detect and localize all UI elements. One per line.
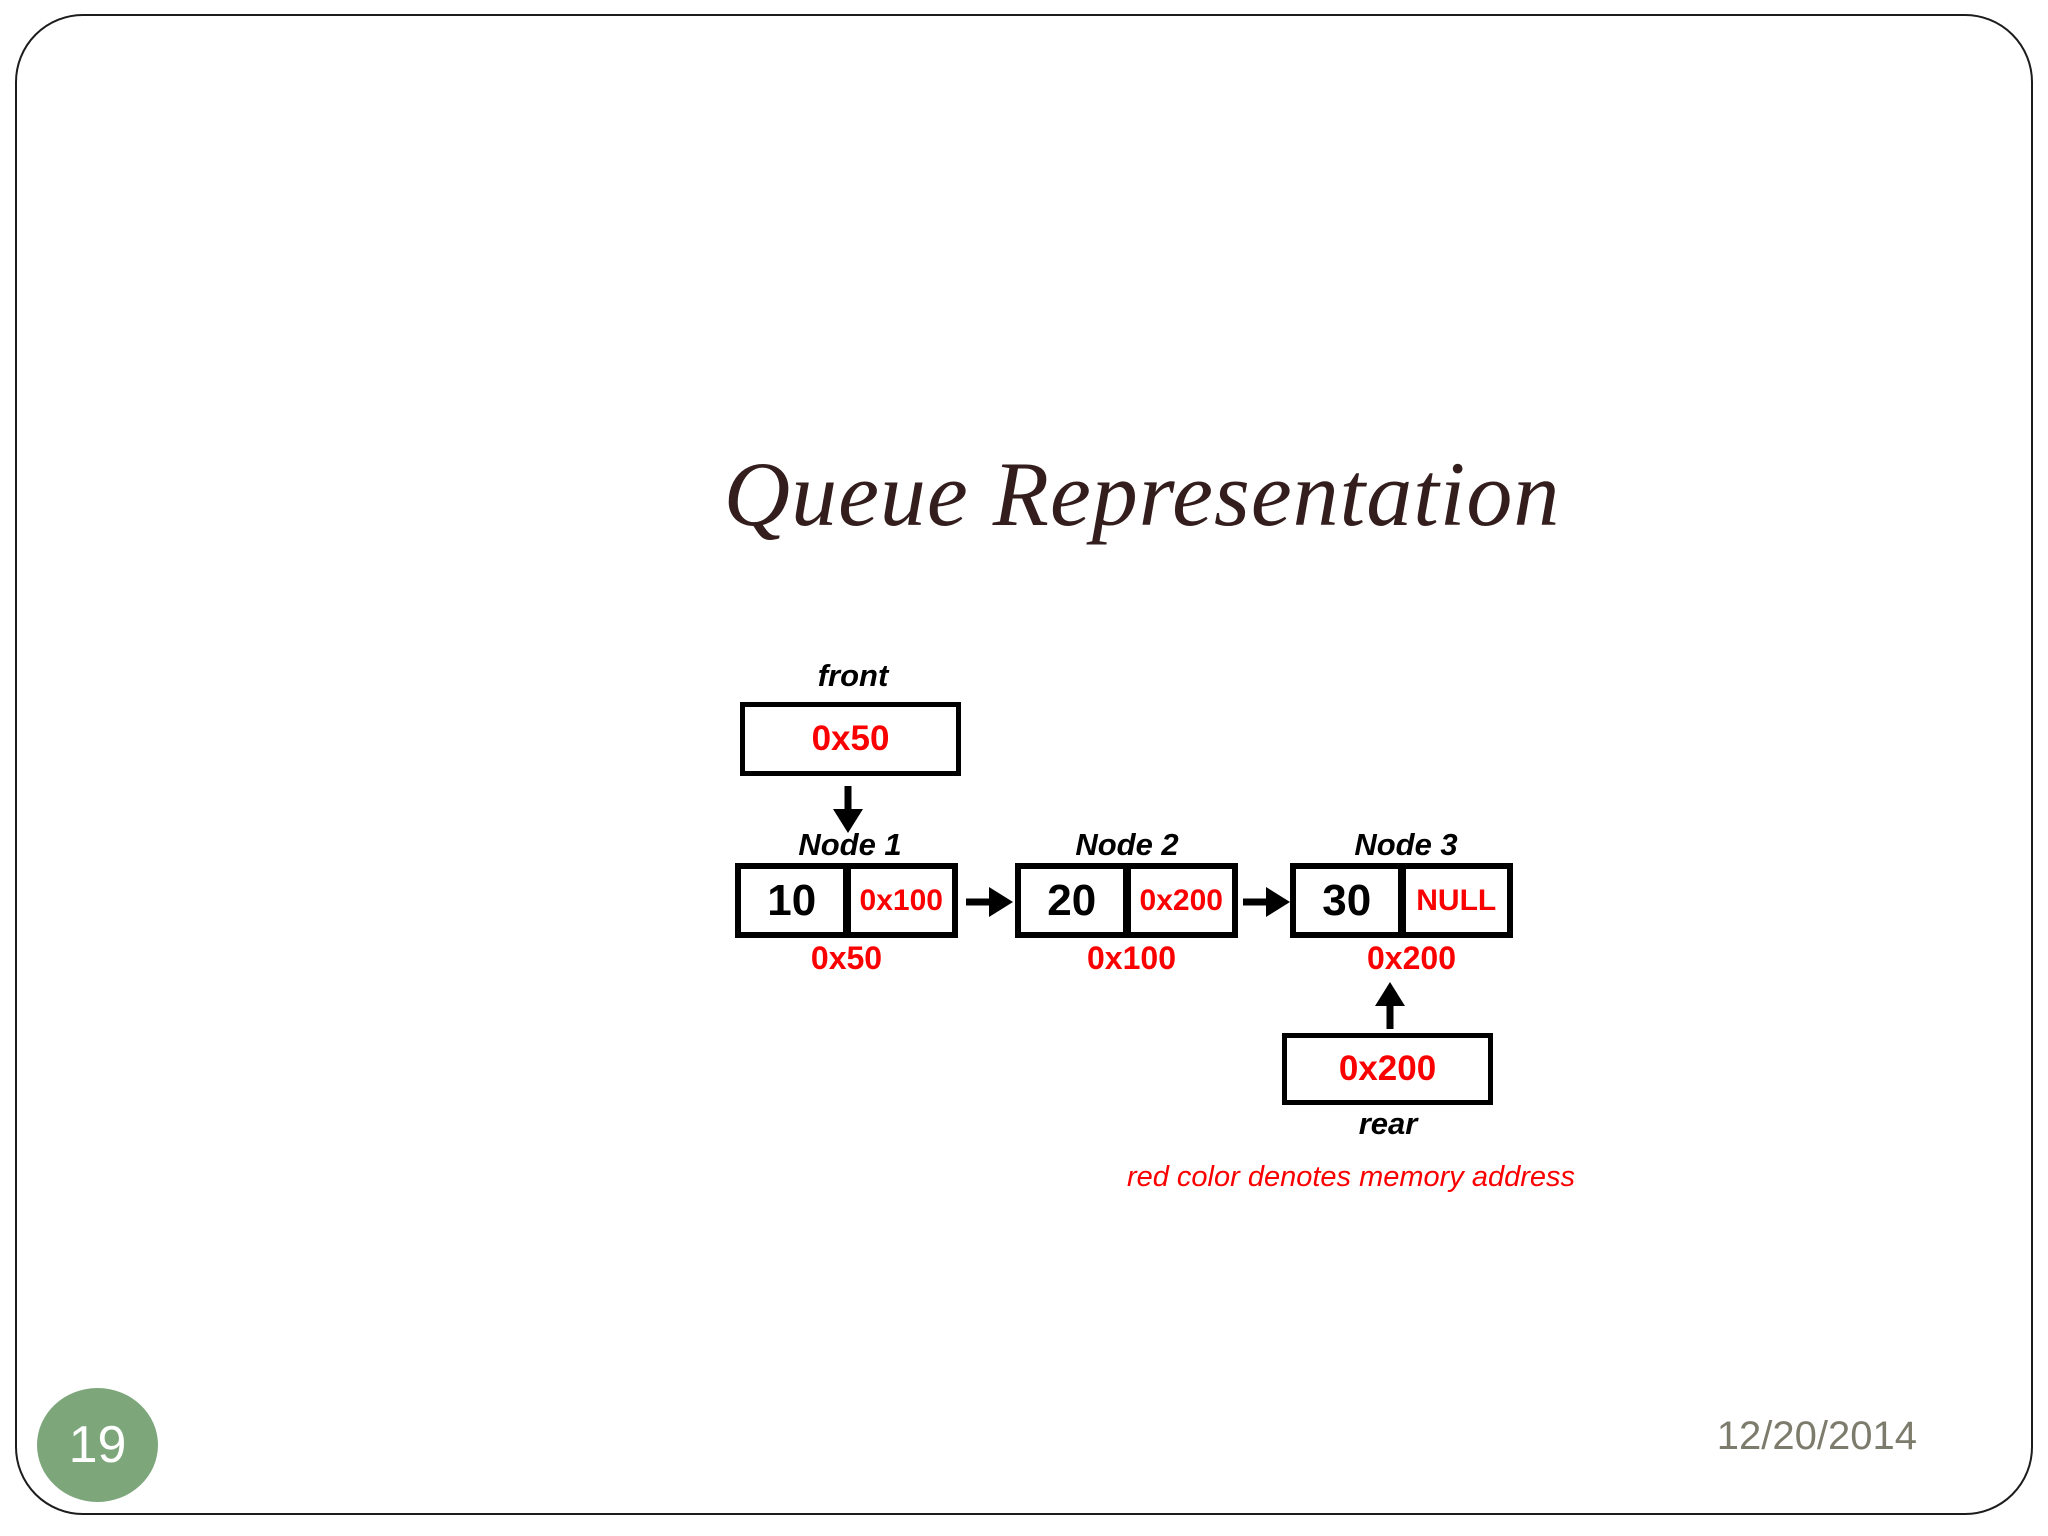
node-3-data: 30 xyxy=(1322,875,1372,925)
node-3-next-pointer: NULL xyxy=(1416,883,1497,917)
node-3-box: 30 NULL xyxy=(1290,863,1513,938)
node-2-box: 20 0x200 xyxy=(1015,863,1238,938)
slide-date: 12/20/2014 xyxy=(1716,1414,1917,1458)
node-1-box: 10 0x100 xyxy=(735,863,958,938)
page-number: 19 xyxy=(68,1416,127,1474)
node-1-cell-divider xyxy=(842,869,851,932)
node-2-address: 0x100 xyxy=(1087,940,1176,976)
front-pointer-box: 0x50 xyxy=(740,702,961,776)
node-3-cell-divider xyxy=(1397,869,1406,932)
node-3-label: Node 3 xyxy=(1354,827,1458,862)
front-pointer-label: front xyxy=(817,658,889,693)
node-2-data: 20 xyxy=(1047,875,1097,925)
node-2-next-pointer: 0x200 xyxy=(1139,883,1223,917)
node-1-data: 10 xyxy=(767,875,817,925)
node-1-label: Node 1 xyxy=(798,827,902,862)
node-2-cell-divider xyxy=(1122,869,1131,932)
memory-address-caption: red color denotes memory address xyxy=(1126,1161,1576,1193)
slide-title: Queue Representation xyxy=(723,443,1561,545)
node-3-address: 0x200 xyxy=(1367,940,1456,976)
rear-pointer-box: 0x200 xyxy=(1282,1033,1493,1105)
slide-border xyxy=(15,14,2033,1515)
node-1-next-pointer: 0x100 xyxy=(859,883,943,917)
node-2-label: Node 2 xyxy=(1075,827,1179,862)
node-1-address: 0x50 xyxy=(810,940,883,976)
rear-pointer-label: rear xyxy=(1358,1106,1418,1141)
rear-pointer-value: 0x200 xyxy=(1338,1049,1437,1088)
page-number-badge: 19 xyxy=(37,1388,158,1502)
front-pointer-value: 0x50 xyxy=(811,719,890,758)
